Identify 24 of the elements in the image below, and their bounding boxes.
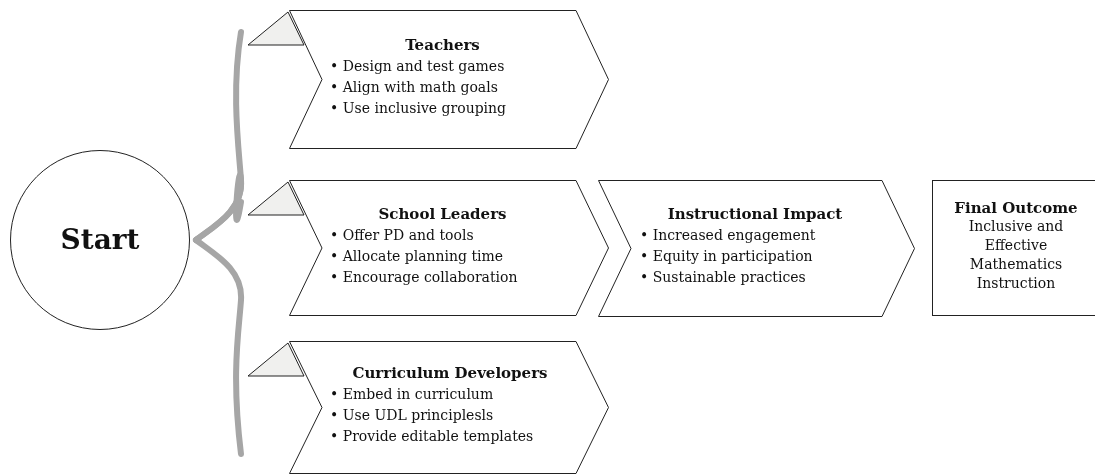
bullet-item: • Sustainable practices: [640, 268, 807, 287]
start-label: Start: [59, 222, 141, 258]
bullet-item: • Offer PD and tools: [330, 225, 475, 245]
heading: Final Outcome: [953, 199, 1079, 217]
chevron-shape: [598, 180, 915, 317]
heading: Teachers: [404, 36, 481, 54]
start-circle: [10, 150, 190, 330]
bullet-item: • Allocate planning time: [330, 246, 505, 266]
outcome-text: Inclusive and Effective Mathematics Instruction: [967, 217, 1065, 293]
heading: Curriculum Developers: [351, 364, 549, 382]
brace-line: [193, 237, 244, 457]
bullet-item: • Use UDL principlesls: [330, 406, 495, 425]
bullet-item: • Encourage collaboration: [330, 267, 519, 287]
bullet-item: • Equity in participation: [640, 247, 814, 266]
bullet-item: • Increased engagement: [640, 226, 817, 245]
outcome-box: [932, 180, 1095, 316]
bullet-item: • Align with math goals: [330, 78, 499, 97]
heading: Instructional Impact: [666, 205, 844, 223]
bullet-item: • Design and test games: [330, 57, 506, 76]
bullet-item: • Provide editable templates: [330, 427, 535, 446]
bullet-item: • Use inclusive grouping: [330, 99, 508, 118]
heading: School Leaders: [377, 204, 508, 223]
bullet-item: • Embed in curriculum: [330, 385, 495, 404]
brace-line: [193, 172, 244, 243]
